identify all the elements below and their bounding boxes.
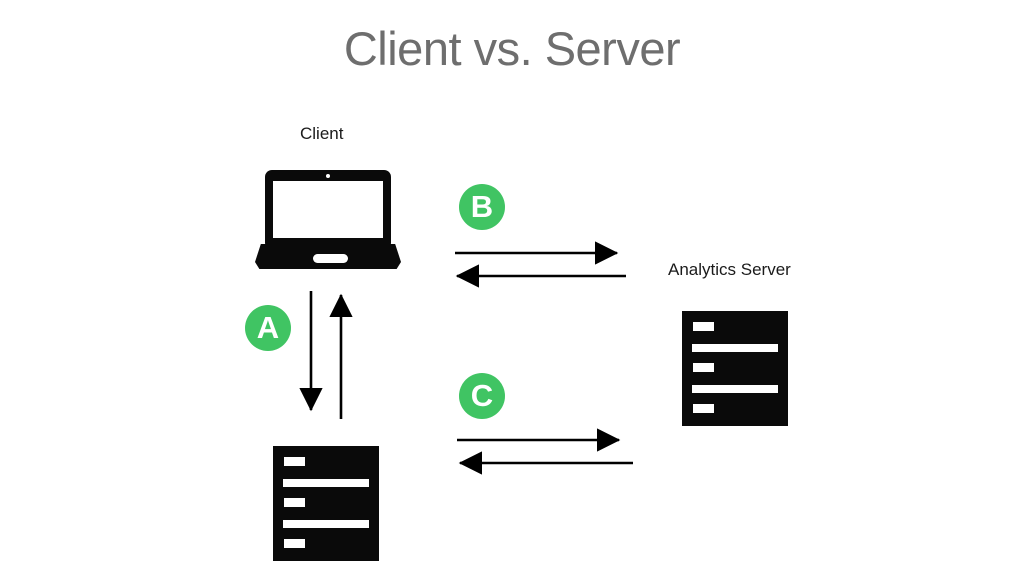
rack-led-icon <box>693 363 714 372</box>
laptop-screen <box>273 181 383 238</box>
node-label-client: Client <box>300 124 344 143</box>
rack-connector <box>682 344 692 354</box>
rack-led-icon <box>693 322 714 331</box>
rack-led-icon <box>284 539 305 548</box>
node-label-analytics-server: Analytics Server <box>668 260 791 279</box>
rack-unit <box>273 487 379 520</box>
connection-badge-b[interactable]: B <box>459 184 505 230</box>
page-title: Client vs. Server <box>343 22 681 75</box>
rack-led-icon <box>693 404 714 413</box>
rack-unit <box>273 528 379 561</box>
rack-connector <box>778 344 788 354</box>
connection-badge-a[interactable]: A <box>245 305 291 351</box>
laptop-webcam-icon <box>326 174 330 178</box>
rack-unit <box>273 446 379 479</box>
rack-connector <box>273 520 283 530</box>
server-rack-icon-backend <box>273 446 379 561</box>
rack-unit <box>682 311 788 344</box>
rack-connector <box>369 479 379 489</box>
laptop-trackpad <box>313 254 348 263</box>
laptop-icon <box>255 170 401 270</box>
rack-connector <box>778 385 788 395</box>
rack-led-icon <box>284 457 305 466</box>
server-rack-icon-analytics <box>682 311 788 426</box>
rack-connector <box>369 520 379 530</box>
rack-unit <box>682 393 788 426</box>
rack-led-icon <box>284 498 305 507</box>
rack-connector <box>682 385 692 395</box>
connection-badge-c[interactable]: C <box>459 373 505 419</box>
rack-connector <box>273 479 283 489</box>
laptop-lid <box>265 170 391 245</box>
rack-unit <box>682 352 788 385</box>
